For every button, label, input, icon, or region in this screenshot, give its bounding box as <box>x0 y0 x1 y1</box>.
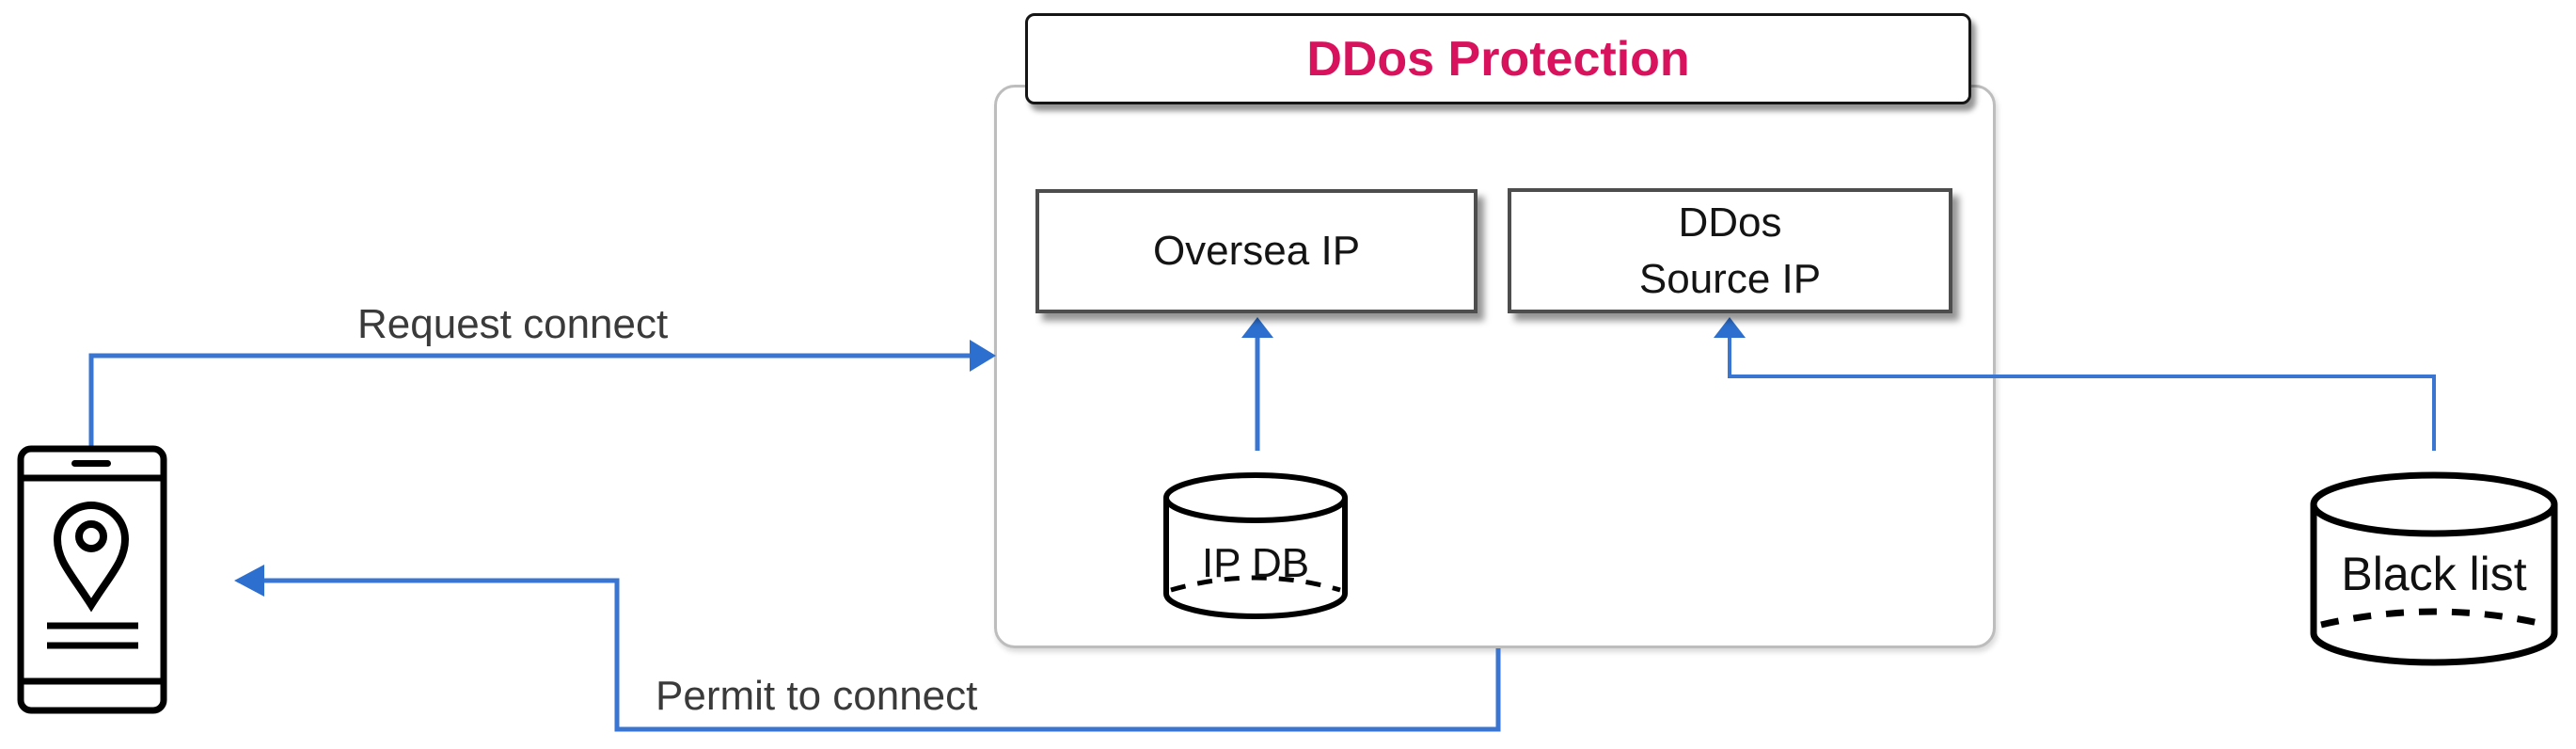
permit-to-connect-label: Permit to connect <box>656 673 978 719</box>
ddos-source-ip-label-line2: Source IP <box>1638 255 1822 302</box>
blacklist-to-ddos-source-arrow <box>1714 317 2436 451</box>
ip-db-database-cylinder-icon: IP DB <box>1163 472 1348 619</box>
ipdb-to-oversea-arrow <box>1241 317 1273 451</box>
ip-db-label: IP DB <box>1202 540 1309 586</box>
oversea-ip-node: Oversea IP <box>1035 189 1478 313</box>
ddos-protection-container <box>994 85 1996 648</box>
ddos-protection-title-text: DDos Protection <box>1306 31 1690 87</box>
smartphone-icon <box>17 445 167 714</box>
location-pin-icon <box>53 501 130 613</box>
phone-speaker-dash <box>71 460 111 467</box>
oversea-ip-label: Oversea IP <box>1152 228 1361 274</box>
black-list-label: Black list <box>2341 548 2526 600</box>
ddos-protection-title: DDos Protection <box>1025 13 1971 104</box>
black-list-database-cylinder-icon: Black list <box>2310 471 2558 666</box>
ddos-source-ip-node: DDos Source IP <box>1508 188 1952 313</box>
request-connect-arrow <box>88 340 996 447</box>
request-connect-label: Request connect <box>357 301 669 347</box>
ddos-source-ip-label-line1: DDos <box>1678 199 1782 246</box>
permit-to-connect-arrow <box>234 565 1501 732</box>
